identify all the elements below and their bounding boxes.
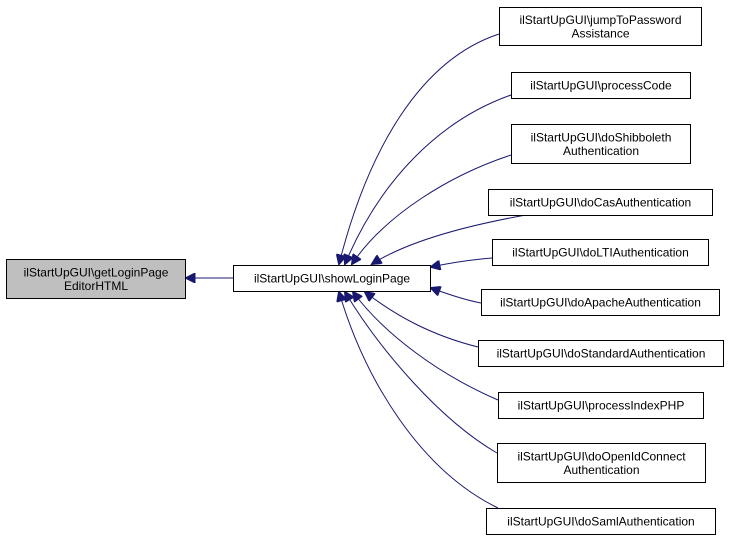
- node-label-line: ilStartUpGUI\getLoginPage: [24, 265, 169, 279]
- node-label-line: ilStartUpGUI\showLoginPage: [254, 272, 410, 286]
- node-label-line: ilStartUpGUI\doCasAuthentication: [510, 196, 691, 210]
- node-label-line: ilStartUpGUI\jumpToPassword: [519, 13, 681, 27]
- node-label-line: ilStartUpGUI\doApacheAuthentication: [500, 296, 701, 310]
- node-box: [481, 289, 720, 316]
- node-label-line: Authentication: [563, 463, 639, 477]
- node-label-line: ilStartUpGUI\doLTIAuthentication: [512, 246, 689, 260]
- edge-do-cas-authentication-to-show-login-page: [372, 214, 527, 264]
- node-box: [492, 239, 709, 266]
- node-box: [497, 443, 706, 483]
- node-box: [486, 508, 716, 535]
- node-do-ltiauthentication[interactable]: ilStartUpGUI\doLTIAuthentication: [492, 239, 709, 266]
- edge-do-standard-authentication-to-show-login-page: [365, 292, 479, 348]
- edge-process-code-to-show-login-page: [345, 94, 512, 264]
- node-label-line: ilStartUpGUI\processCode: [530, 79, 672, 93]
- node-box: [498, 392, 704, 419]
- node-label-line: Assistance: [571, 26, 629, 40]
- node-box: [488, 189, 713, 216]
- node-process-code[interactable]: ilStartUpGUI\processCode: [511, 72, 691, 99]
- node-do-apache-authentication[interactable]: ilStartUpGUI\doApacheAuthentication: [481, 289, 720, 316]
- edges-layer: [186, 33, 527, 509]
- node-label-line: ilStartUpGUI\doSamlAuthentication: [507, 515, 694, 529]
- node-label-line: EditorHTML: [64, 279, 128, 293]
- node-label-line: ilStartUpGUI\doStandardAuthentication: [497, 347, 706, 361]
- nodes-layer: ilStartUpGUI\getLoginPageEditorHTMLilSta…: [6, 7, 724, 535]
- node-do-cas-authentication[interactable]: ilStartUpGUI\doCasAuthentication: [488, 189, 713, 216]
- node-box: [233, 265, 431, 292]
- edge-do-apache-authentication-to-show-login-page: [431, 288, 482, 304]
- node-label-line: ilStartUpGUI\doOpenIdConnect: [517, 449, 686, 463]
- node-box: [478, 340, 724, 367]
- node-label-line: ilStartUpGUI\doShibboleth: [531, 130, 672, 144]
- edge-do-open-id-connect-authentication-to-show-login-page: [345, 292, 498, 454]
- edge-process-index-php-to-show-login-page: [353, 292, 499, 401]
- edge-do-saml-authentication-to-show-login-page: [339, 292, 499, 509]
- node-show-login-page[interactable]: ilStartUpGUI\showLoginPage: [233, 265, 431, 292]
- node-label-line: ilStartUpGUI\processIndexPHP: [518, 399, 685, 413]
- node-box: [6, 259, 186, 299]
- edge-do-ltiauthentication-to-show-login-page: [431, 257, 493, 267]
- node-do-saml-authentication[interactable]: ilStartUpGUI\doSamlAuthentication: [486, 508, 716, 535]
- edge-do-shibboleth-authentication-to-show-login-page: [352, 154, 512, 264]
- node-do-open-id-connect-authentication[interactable]: ilStartUpGUI\doOpenIdConnectAuthenticati…: [497, 443, 706, 483]
- edge-jump-to-password-assistance-to-show-login-page: [339, 33, 500, 264]
- node-box: [499, 7, 702, 46]
- node-box: [511, 72, 691, 99]
- node-box: [511, 124, 691, 164]
- node-label-line: Authentication: [563, 144, 639, 158]
- node-process-index-php[interactable]: ilStartUpGUI\processIndexPHP: [498, 392, 704, 419]
- node-do-standard-authentication[interactable]: ilStartUpGUI\doStandardAuthentication: [478, 340, 724, 367]
